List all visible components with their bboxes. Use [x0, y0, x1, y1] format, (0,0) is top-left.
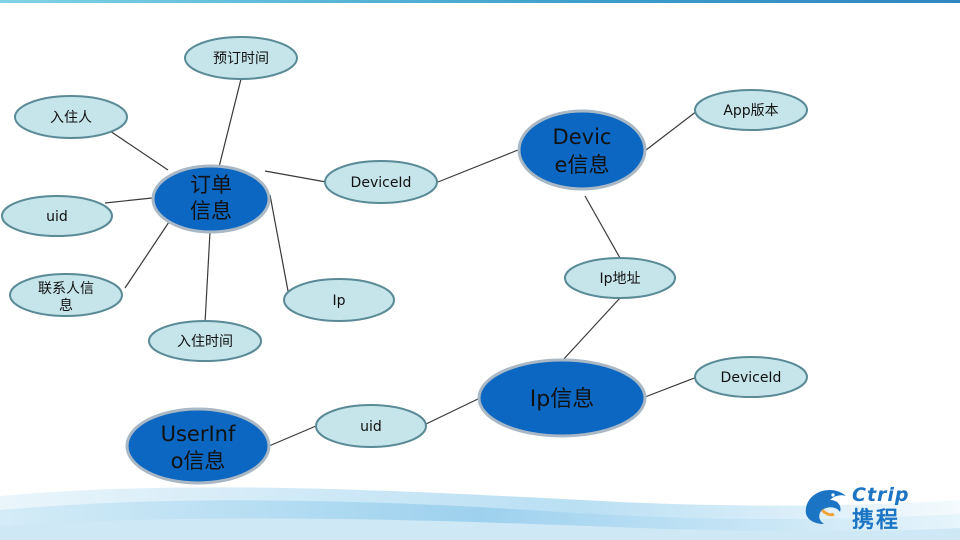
node-uid-user: uid	[315, 404, 427, 448]
edge-ipinfo-uid	[425, 397, 481, 425]
node-deviceid-ip: DeviceId	[694, 356, 808, 398]
node-app-version-label: App版本	[723, 103, 778, 119]
node-guest-label: 入住人	[50, 110, 92, 126]
dolphin-icon	[805, 490, 846, 524]
node-ip-address-label: Ip地址	[599, 271, 640, 287]
node-ip-info: Ip信息	[477, 358, 647, 438]
bottom-wave-decoration	[0, 487, 960, 540]
edge-order-uid	[104, 197, 153, 204]
node-deviceid-order: DeviceId	[324, 160, 438, 204]
node-app-version: App版本	[694, 89, 808, 131]
node-contact-label-1: 联系人信	[38, 281, 94, 297]
edge-device-app	[645, 110, 698, 151]
node-order-info: 订单 信息	[151, 164, 271, 234]
node-booking-time-label: 预订时间	[213, 51, 269, 67]
node-ip-order-label: Ip	[332, 293, 345, 309]
edge-ipaddr-ipinfo	[561, 297, 621, 362]
node-booking-time: 预订时间	[184, 36, 298, 80]
node-ip-order: Ip	[283, 278, 395, 322]
edge-deviceid-device	[437, 149, 519, 183]
node-device-info-label-1: Devic	[553, 125, 612, 149]
node-deviceid-order-label: DeviceId	[351, 175, 412, 191]
node-uid-order-label: uid	[46, 209, 68, 225]
logo-cjk-text: 携程	[852, 508, 901, 533]
node-order-info-label-2: 信息	[190, 199, 232, 223]
edge-ipinfo-deviceid	[644, 376, 698, 398]
node-uid-user-label: uid	[360, 419, 382, 435]
logo-latin-text: Ctrip	[852, 484, 910, 506]
edge-order-contact	[124, 221, 170, 289]
node-device-info-label-2: e信息	[555, 153, 610, 177]
edges	[104, 78, 698, 447]
node-deviceid-ip-label: DeviceId	[721, 370, 782, 386]
node-checkin-time-label: 入住时间	[177, 334, 233, 350]
node-contact-info: 联系人信 息	[9, 273, 123, 317]
node-uid-order: uid	[1, 195, 113, 237]
node-userinfo-label-2: o信息	[171, 449, 226, 473]
node-order-info-label-1: 订单	[190, 173, 232, 197]
node-ip-address: Ip地址	[564, 257, 676, 299]
edge-order-deviceid	[264, 170, 327, 183]
node-guest: 入住人	[14, 95, 128, 139]
node-userinfo-label-1: UserInf	[161, 422, 236, 446]
edge-order-checkin-time	[204, 231, 211, 324]
edge-device-ipaddr	[584, 195, 621, 259]
ctrip-logo: Ctrip 携程	[800, 484, 940, 533]
edge-uid-userinfo	[268, 425, 317, 447]
top-accent-bar	[0, 0, 960, 3]
node-userinfo: UserInf o信息	[125, 407, 271, 485]
edge-order-ip	[269, 194, 289, 292]
edge-order-booking-time	[218, 78, 242, 168]
node-contact-label-2: 息	[59, 297, 73, 314]
node-checkin-time: 入住时间	[148, 320, 262, 362]
edge-order-guest	[109, 130, 169, 171]
node-device-info: Devic e信息	[517, 109, 647, 191]
node-ip-info-label: Ip信息	[530, 387, 594, 412]
